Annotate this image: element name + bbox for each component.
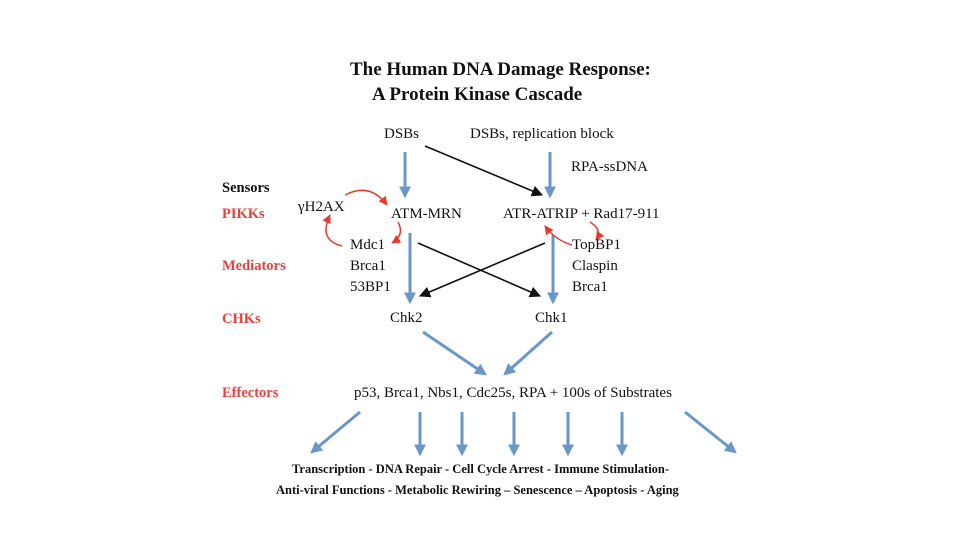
feedback-mdc1-to-h2ax bbox=[322, 214, 343, 247]
category-mediators: Mediators bbox=[222, 258, 286, 274]
diagram-title-line-2: A Protein Kinase Cascade bbox=[372, 84, 583, 105]
node-brca1-right: Brca1 bbox=[572, 279, 608, 295]
node-rpa-ssdna: RPA-ssDNA bbox=[571, 159, 648, 175]
outcomes-line-2: Anti-viral Functions - Metabolic Rewirin… bbox=[276, 483, 679, 497]
node-topbp1: TopBP1 bbox=[572, 237, 621, 253]
node-claspin: Claspin bbox=[572, 258, 618, 274]
node-mdc1: Mdc1 bbox=[350, 237, 385, 253]
arrow-dsbs-to-atr bbox=[424, 145, 544, 197]
category-chks: CHKs bbox=[222, 311, 261, 327]
node-gamma-h2ax: γH2AX bbox=[298, 199, 345, 215]
node-atm-mrn: ATM-MRN bbox=[391, 206, 462, 222]
category-sensors: Sensors bbox=[222, 180, 270, 196]
node-effectors: p53, Brca1, Nbs1, Cdc25s, RPA + 100s of … bbox=[354, 385, 672, 401]
category-effectors: Effectors bbox=[222, 385, 279, 401]
category-pikks: PIKKs bbox=[222, 206, 265, 222]
feedback-atr-to-topbp1 bbox=[589, 221, 605, 241]
node-dsbs-replication-block: DSBs, replication block bbox=[470, 126, 614, 142]
outcomes-line-1: Transcription - DNA Repair - Cell Cycle … bbox=[292, 462, 670, 476]
node-dsbs: DSBs bbox=[384, 126, 420, 142]
node-chk1: Chk1 bbox=[535, 310, 568, 326]
feedback-atm-to-mdc1 bbox=[391, 221, 402, 244]
arrow-atm-to-chk1 bbox=[417, 242, 542, 298]
node-53bp1: 53BP1 bbox=[350, 279, 391, 295]
node-atr-atrip: ATR-ATRIP + Rad17-911 bbox=[503, 206, 660, 222]
arrow-atr-to-chk2 bbox=[418, 242, 546, 298]
diagram-title-line-1: The Human DNA Damage Response: bbox=[350, 59, 651, 80]
arrow-effectors-outcome-1 bbox=[310, 410, 361, 454]
arrow-chk2-to-effectors bbox=[422, 330, 487, 376]
feedback-h2ax-to-atm bbox=[344, 189, 388, 206]
node-brca1-left: Brca1 bbox=[350, 258, 386, 274]
feedback-topbp1-to-atr bbox=[544, 225, 573, 246]
arrow-effectors-outcome-7 bbox=[684, 410, 737, 454]
node-chk2: Chk2 bbox=[390, 310, 423, 326]
arrow-chk1-to-effectors bbox=[503, 330, 553, 376]
